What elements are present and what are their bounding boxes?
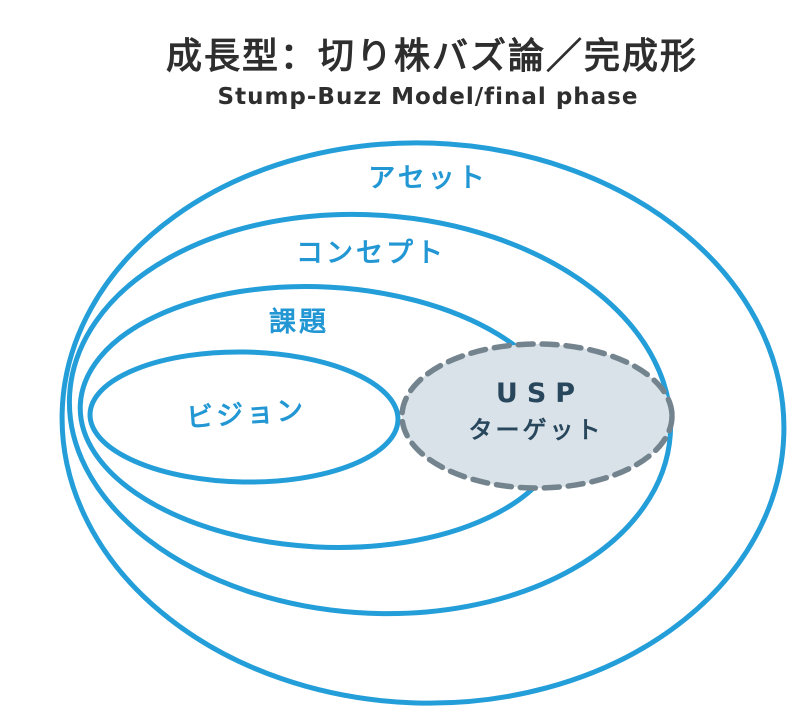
issue-label: 課題: [269, 306, 329, 338]
target-label: ターゲット: [469, 416, 604, 444]
concept-ellipse: [66, 211, 674, 617]
usp-target-ellipse: [399, 341, 675, 491]
usp-label: USP: [496, 378, 584, 409]
asset-ellipse: [59, 140, 787, 706]
page-subtitle: Stump-Buzz Model/final phase: [218, 84, 639, 110]
asset-label: アセット: [368, 163, 487, 194]
vision-ellipse: [87, 349, 401, 485]
concept-label: コンセプト: [296, 238, 446, 269]
page-title: 成長型：切り株バズ論／完成形: [166, 35, 698, 77]
vision-label: ビジョン: [185, 395, 307, 434]
